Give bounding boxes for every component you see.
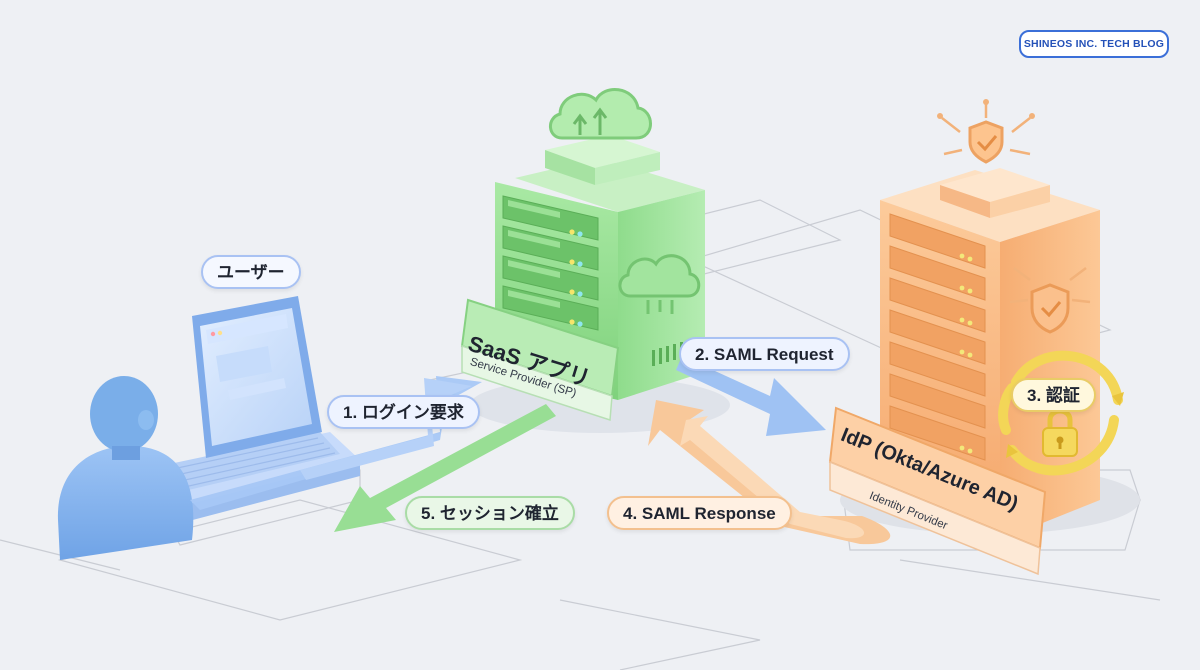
arrow-session-established xyxy=(334,404,556,532)
blog-badge: SHINEOS INC. TECH BLOG xyxy=(1019,30,1169,58)
cloud-icon xyxy=(618,254,701,314)
lock-icon xyxy=(1042,408,1078,457)
shield-check-icon xyxy=(937,99,1035,164)
user-label: ユーザー xyxy=(201,255,301,289)
user-avatar-icon xyxy=(57,376,194,560)
saas-banner xyxy=(460,298,620,422)
arrow-saml-request xyxy=(676,356,826,436)
step-5-label: 5. セッション確立 xyxy=(405,496,575,530)
idp-banner xyxy=(828,406,1047,576)
step-1-label: 1. ログイン要求 xyxy=(327,395,480,429)
shield-bug-icon xyxy=(1009,267,1091,334)
cloud-sync-icon xyxy=(549,88,652,140)
step-3-label: 3. 認証 xyxy=(1011,378,1096,412)
auth-ring xyxy=(998,350,1124,476)
laptop-icon xyxy=(150,296,360,522)
step-4-label: 4. SAML Response xyxy=(607,496,792,530)
status-led xyxy=(569,229,583,327)
step-2-label: 2. SAML Request xyxy=(679,337,850,371)
